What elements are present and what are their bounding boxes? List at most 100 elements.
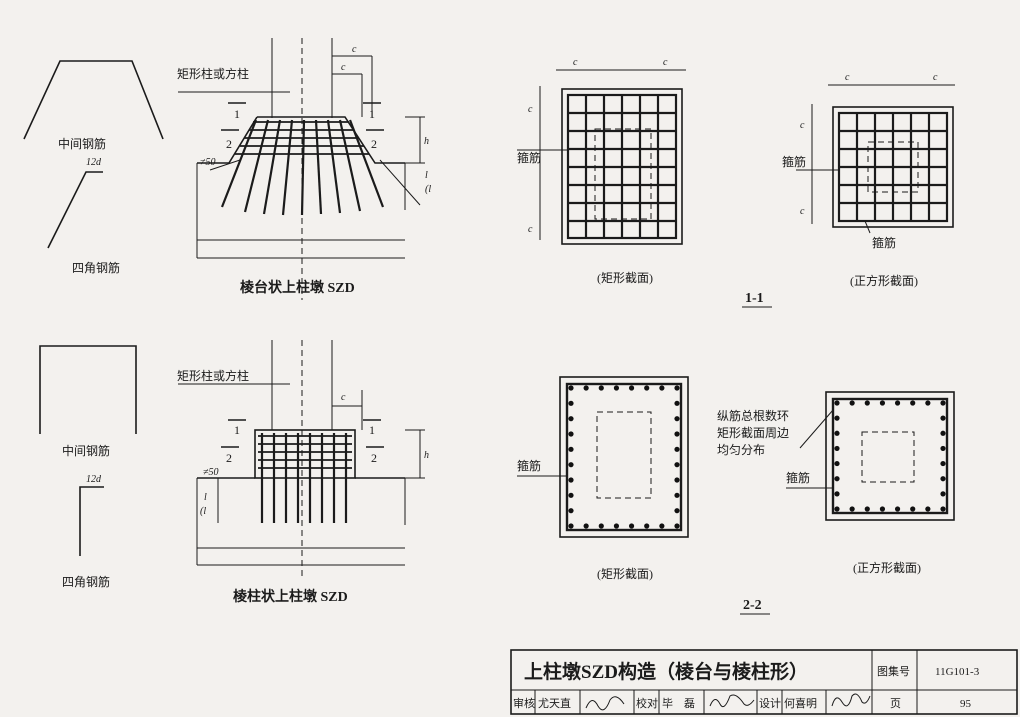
stirrup-label-square-2: 箍筋 — [786, 470, 810, 485]
bar-dot — [849, 400, 855, 406]
rect-section-caption-2: (矩形截面) — [597, 567, 653, 581]
bar-dot — [583, 385, 589, 391]
stirrup-label-square-1a: 箍筋 — [782, 154, 806, 169]
bar-dot — [568, 523, 574, 529]
column-label-top: 矩形柱或方柱 — [177, 66, 249, 81]
dim-lae-bottom: (l — [200, 506, 206, 517]
bar-dot — [879, 506, 886, 512]
distribution-note-line-1: 纵筋总根数环 — [717, 408, 789, 423]
column-label-bottom: 矩形柱或方柱 — [177, 368, 249, 383]
corner-bar-shape — [47, 171, 103, 249]
check-label: 校对 — [636, 696, 658, 710]
bar-dot — [659, 385, 665, 391]
bar-dot — [834, 506, 840, 512]
dim-hc-top: h — [424, 136, 429, 147]
bar-dot — [568, 400, 574, 406]
bar-dot — [674, 492, 680, 498]
cut-mark-2-left-b: 2 — [226, 451, 232, 465]
bar-dot — [568, 508, 574, 514]
corner-bar-label-2: 四角钢筋 — [62, 574, 110, 589]
dim-c1-top-a: c — [352, 44, 357, 55]
bar-dot — [925, 400, 931, 406]
designer-signature — [831, 693, 871, 707]
drawing-title: 上柱墩SZD构造（棱台与棱柱形） — [524, 660, 808, 683]
middle-bar-shape — [23, 60, 164, 140]
bar-dot — [894, 400, 901, 406]
section-2-2-rect — [517, 376, 689, 538]
bar-dot — [598, 523, 604, 529]
bar-dot — [940, 476, 946, 482]
bar-dot — [628, 385, 635, 391]
square-section-caption-1: (正方形截面) — [850, 273, 918, 288]
bar-dot — [583, 523, 589, 529]
bar-dot — [940, 491, 946, 497]
stirrup-label-rect-2: 箍筋 — [517, 458, 541, 473]
cut-mark-2-left: 2 — [226, 137, 232, 151]
section-1-1-rect — [517, 69, 686, 245]
checker-name: 毕 磊 — [662, 697, 695, 710]
square-section-caption-2: (正方形截面) — [853, 560, 921, 575]
longitudinal-bar-dots — [568, 385, 946, 529]
bar-dot — [674, 523, 680, 529]
cut-mark-1-left: 1 — [234, 107, 240, 121]
stirrup-label-square-1b: 箍筋 — [872, 235, 896, 250]
bar-dot — [568, 492, 574, 498]
dim-c1-rect-d: c — [528, 224, 533, 235]
bar-dot — [568, 385, 574, 391]
dim-c1-sq-c: c — [800, 120, 805, 131]
title-block — [510, 649, 1018, 715]
dim-c1-top-b: c — [341, 62, 346, 73]
dim-c1-bottom: c — [341, 392, 346, 403]
dim-c1-rect-c: c — [528, 104, 533, 115]
bar-dot — [940, 445, 946, 452]
bar-dot — [659, 523, 665, 529]
bend-length-label-2: 12d — [86, 474, 102, 485]
bar-dot — [940, 506, 946, 512]
reviewer-signature — [585, 696, 625, 711]
bar-dot — [628, 523, 635, 529]
section-1-1-square — [796, 84, 955, 234]
dim-c1-sq-d: c — [800, 206, 805, 217]
bar-dot — [644, 523, 650, 529]
bar-dot — [834, 491, 840, 497]
distribution-note-line-3: 均匀分布 — [717, 443, 765, 457]
checker-signature — [709, 694, 755, 708]
bent-bar-details-top: 中间钢筋 12d 四角钢筋 — [23, 60, 164, 275]
dim-la-top: l — [425, 170, 428, 181]
stirrup-label-rect-1: 箍筋 — [517, 150, 541, 165]
frustum-pedestal-elevation — [178, 38, 425, 300]
section-2-2-caption: 2-2 — [743, 598, 762, 613]
dim-50-bottom: ≠50 — [203, 467, 219, 478]
frustum-caption: 棱台状上柱墩 SZD — [240, 279, 355, 296]
reviewer-name: 尤天直 — [538, 696, 571, 710]
bar-dot — [568, 416, 574, 422]
bar-dot — [644, 385, 650, 391]
bar-dot — [940, 400, 946, 406]
designer-name: 何喜明 — [784, 697, 817, 710]
middle-bar-shape-2 — [39, 345, 137, 434]
prism-pedestal-elevation — [178, 340, 425, 580]
page-label: 页 — [890, 698, 901, 710]
distribution-note-line-2: 矩形截面周边 — [717, 426, 789, 440]
section-1-1-caption: 1-1 — [745, 291, 764, 306]
bar-dot — [674, 431, 680, 437]
bent-bar-details-bottom: 中间钢筋 12d 四角钢筋 — [39, 345, 137, 589]
dim-c1-rect-a: c — [573, 57, 578, 68]
cut-mark-2-right: 2 — [371, 137, 377, 151]
bar-dot — [925, 506, 931, 512]
bar-dot — [674, 446, 680, 452]
bar-dot — [834, 445, 840, 452]
bar-dot — [834, 460, 840, 467]
bar-dot — [940, 460, 946, 467]
bar-dot — [864, 506, 870, 512]
rect-section-caption-1: (矩形截面) — [597, 271, 653, 285]
dim-lae-top: (l — [425, 184, 431, 195]
bar-dot — [613, 523, 620, 529]
review-label: 审核 — [513, 696, 535, 710]
bar-dot — [674, 462, 680, 468]
middle-bar-label-2: 中间钢筋 — [62, 443, 110, 458]
design-label: 设计 — [759, 697, 781, 710]
bar-dot — [568, 446, 574, 452]
bar-dot — [568, 477, 574, 483]
